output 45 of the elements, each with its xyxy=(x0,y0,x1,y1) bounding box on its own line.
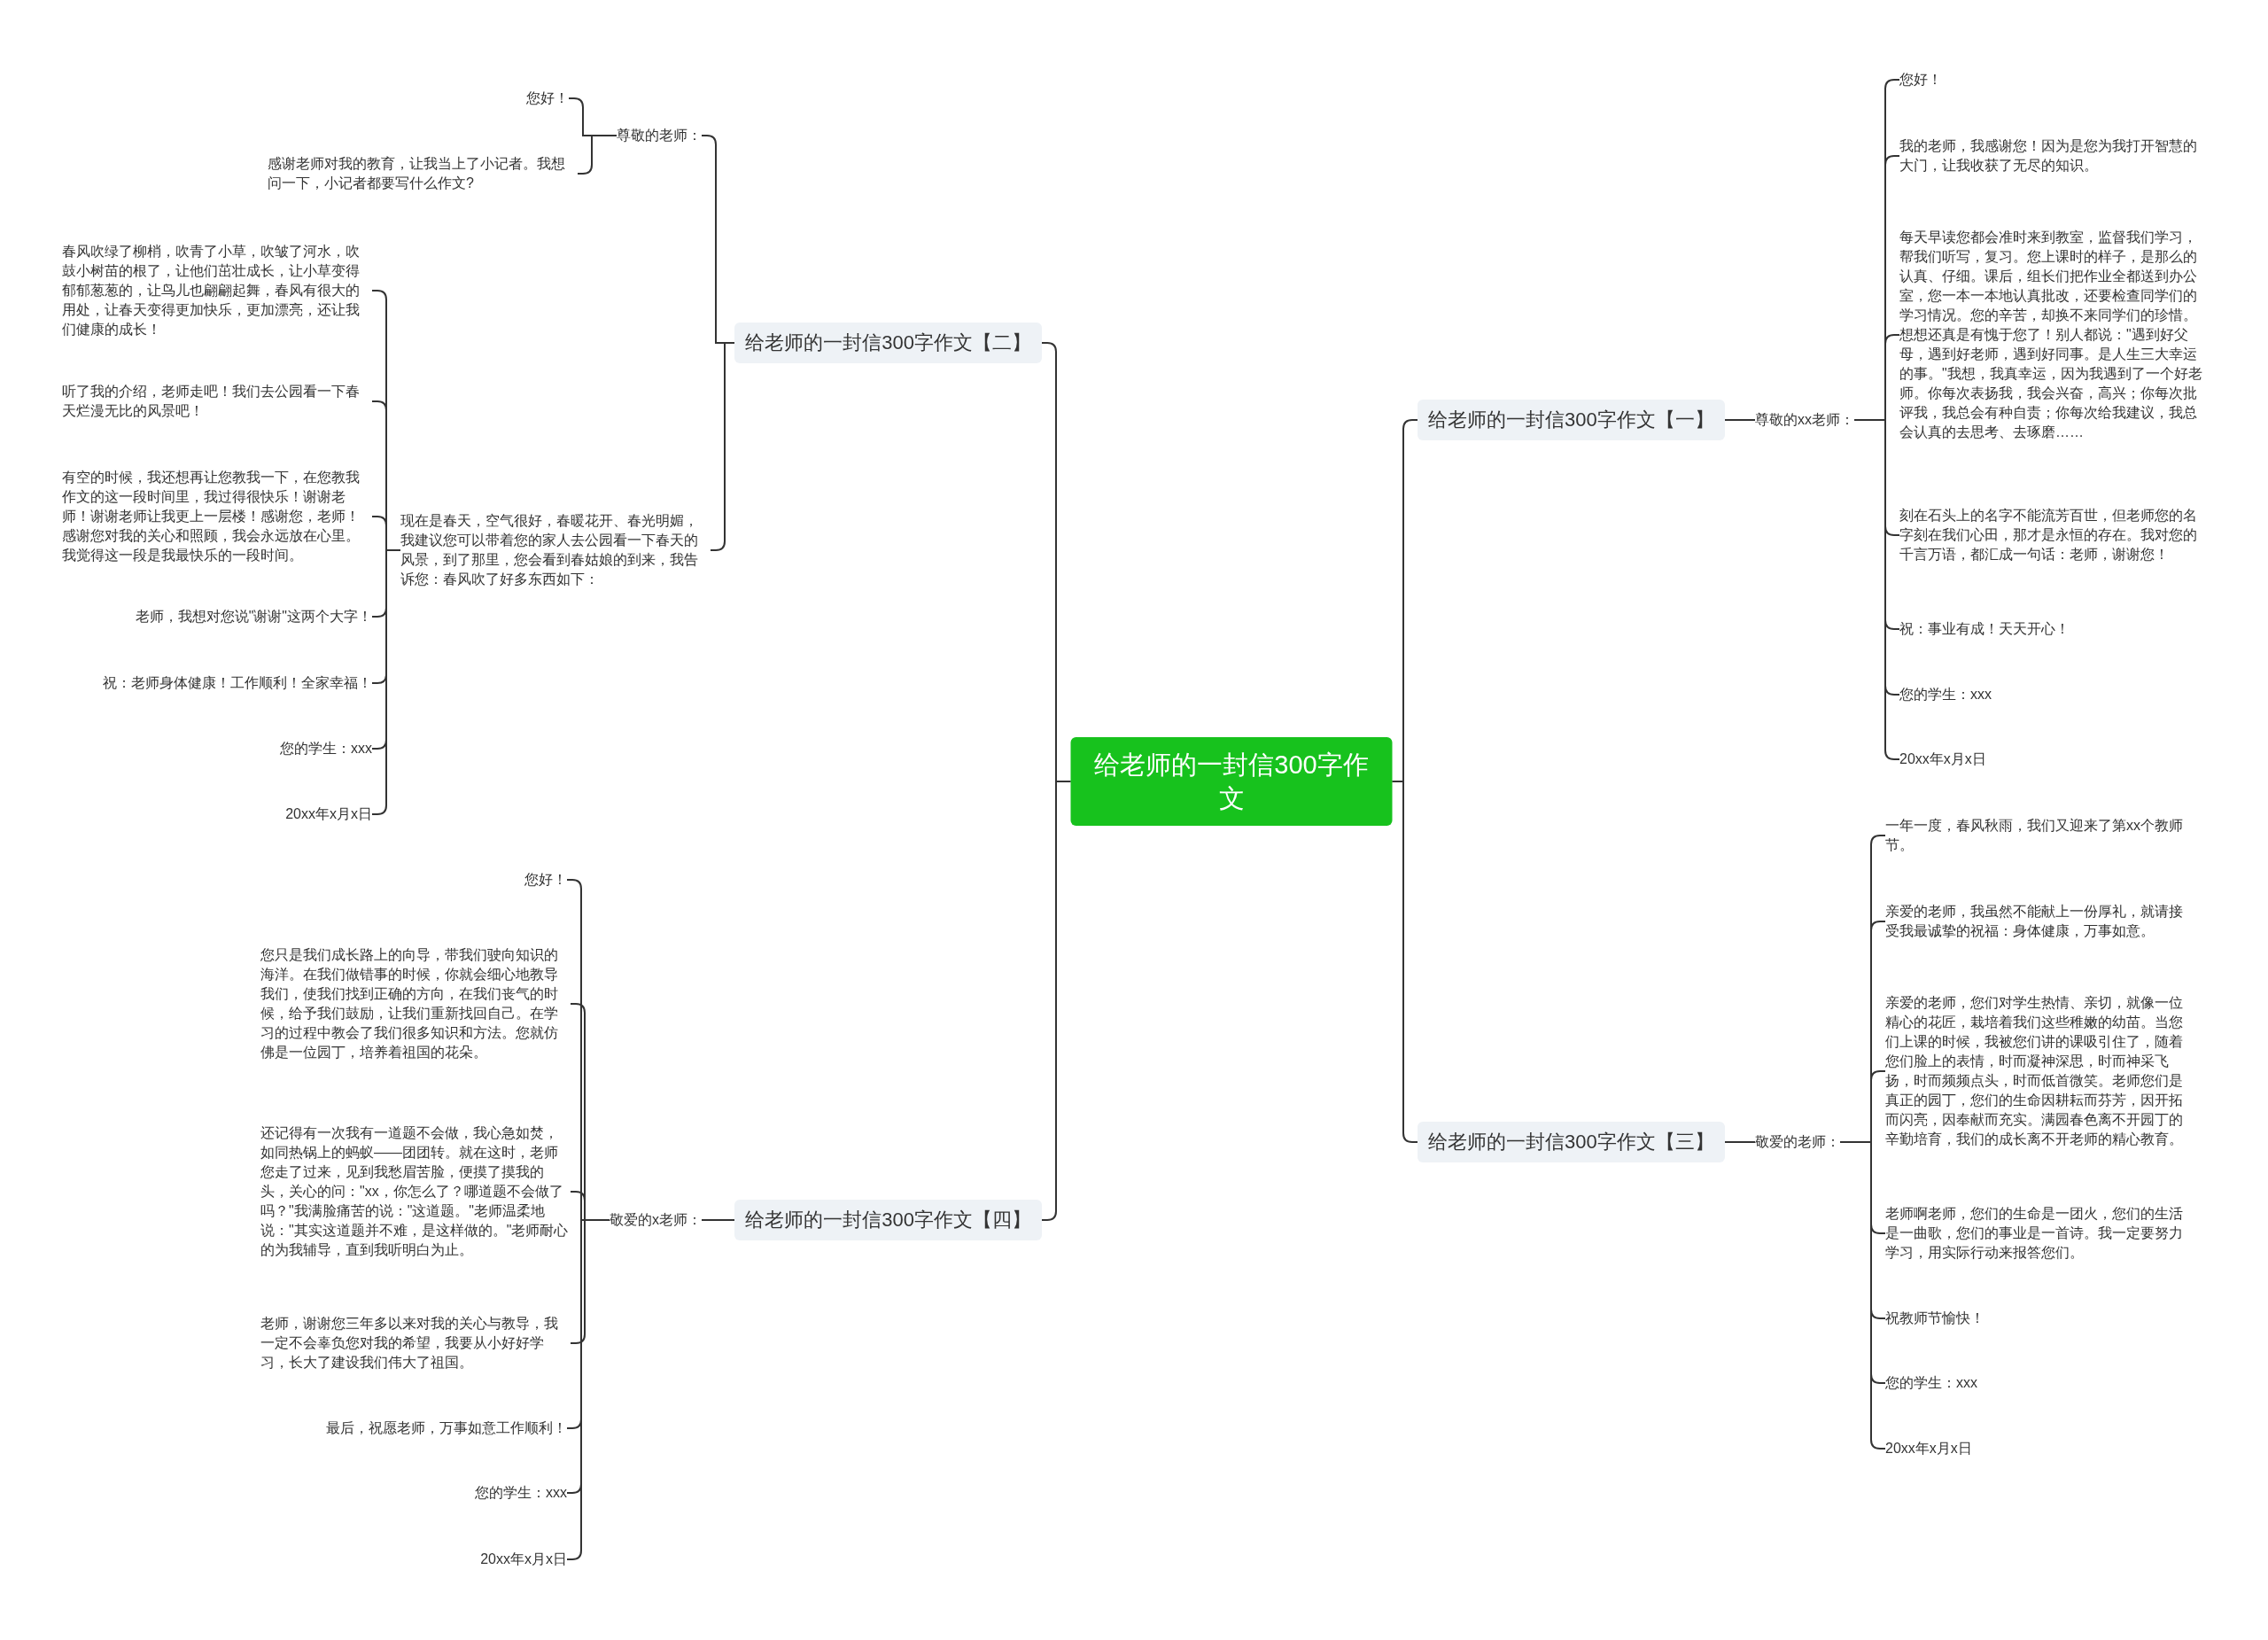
subtopic-text: 尊敬的老师： xyxy=(617,126,702,145)
letter-text: 听了我的介绍，老师走吧！我们去公园看一下春天烂漫无比的风景吧！ xyxy=(62,382,372,421)
letter-text: 感谢老师对我的教育，让我当上了小记者。我想问一下，小记者都要写什么作文? xyxy=(268,154,578,193)
branch-topic: 给老师的一封信300字作文【四】 xyxy=(734,1200,1042,1240)
letter-text: 您好！ xyxy=(526,89,569,108)
connector-line xyxy=(1723,419,1756,421)
letter-text: 一年一度，春风秋雨，我们又迎来了第xx个教师节。 xyxy=(1885,816,2195,855)
letter-text: 老师，谢谢您三年多以来对我的关心与教导，我一定不会辜负您对我的希望，我要从小好好学习，长大了建设我们伟大了祖国。 xyxy=(260,1314,571,1372)
letter-text: 您的学生：xxx xyxy=(475,1483,567,1503)
connector-line xyxy=(1723,1141,1756,1143)
connector-line xyxy=(577,135,617,175)
letter-text: 现在是春天，空气很好，春暖花开、春光明媚，我建议您可以带着您的家人去公园看一下春天的风景，到了那里，您会看到春姑娘的到来，我告诉您：春风吹了好多东西如下： xyxy=(400,511,711,589)
letter-text: 我的老师，我感谢您！因为是您为我打开智慧的大门，让我收获了无尽的知识。 xyxy=(1899,136,2210,175)
letter-text: 刻在石头上的名字不能流芳百世，但老师您的名字刻在我们心田，那才是永恒的存在。我对您的千言万语，都汇成一句话：老师，谢谢您！ xyxy=(1899,506,2210,564)
letter-text: 祝：老师身体健康！工作顺利！全家幸福！ xyxy=(103,673,372,693)
branch-topic: 给老师的一封信300字作文【二】 xyxy=(734,323,1042,363)
connector-line xyxy=(710,342,736,551)
branch-topic: 给老师的一封信300字作文【一】 xyxy=(1418,400,1725,440)
letter-text: 您只是我们成长路上的向导，带我们驶向知识的海洋。在我们做错事的时候，你就会细心地教导我们，使我们找到正确的方向，在我们丧气的时候，给予我们鼓励，让我们重新找回自己。在学习的过程中教会了我们很多知识和方法。您就仿佛是一位园丁，培养着祖国的花朵。 xyxy=(260,945,571,1062)
letter-text: 有空的时候，我还想再让您教我一下，在您教我作文的这一段时间里，我过得很快乐！谢谢老师！谢谢老师让我更上一层楼！感谢您，老师！感谢您对我的关心和照顾，我会永远放在心里。我觉得这一段是我最快乐的一段时间。 xyxy=(62,468,372,565)
letter-text: 最后，祝愿老师，万事如意工作顺利！ xyxy=(326,1418,567,1438)
letter-text: 祝教师节愉快！ xyxy=(1885,1309,1984,1328)
letter-text: 亲爱的老师，您们对学生热情、亲切，就像一位精心的花匠，栽培着我们这些稚嫩的幼苗。当您们上课的时候，我被您们讲的课吸引住了，随着您们脸上的表情，时而凝神深思，时而神采飞扬，时而频频点头，时而低首微笑。老师您们是真正的园丁，您们的生命因耕耘而芬芳，因开拓而闪亮，因奉献而充实。满园春色离不开园丁的辛勤培育，我们的成长离不开老师的精心教育。 xyxy=(1885,993,2195,1149)
subtopic-text: 敬爱的x老师： xyxy=(610,1210,702,1230)
letter-text: 您好！ xyxy=(524,870,567,890)
letter-text: 春风吹绿了柳梢，吹青了小草，吹皱了河水，吹鼓小树苗的根了，让他们茁壮成长，让小草变得郁郁葱葱的，让鸟儿也翩翩起舞，春风有很大的用处，让春天变得更加快乐，更加漂亮，还让我们健康的成长！ xyxy=(62,242,372,339)
letter-text: 您的学生：xxx xyxy=(280,739,372,758)
letter-text: 20xx年x月x日 xyxy=(285,804,372,824)
connector-line xyxy=(701,1219,736,1221)
letter-text: 还记得有一次我有一道题不会做，我心急如焚，如同热锅上的蚂蚁——团团转。就在这时，老师您走了过来，见到我愁眉苦脸，便摸了摸我的头，关心的问："xx，你怎么了？哪道题不会做了吗？"我满脸痛苦的说："这道题。"老师温柔地说："其实这道题并不难，是这样做的。"老师耐心的为我辅导，直到我听明白为止。 xyxy=(260,1123,571,1260)
letter-text: 您的学生：xxx xyxy=(1899,685,1992,704)
letter-text: 20xx年x月x日 xyxy=(1899,750,1986,769)
branch-topic: 给老师的一封信300字作文【三】 xyxy=(1418,1122,1725,1162)
letter-text: 老师啊老师，您们的生命是一团火，您们的生活是一曲歌，您们的事业是一首诗。我一定要努力学习，用实际行动来报答您们。 xyxy=(1885,1204,2195,1263)
letter-text: 20xx年x月x日 xyxy=(1885,1439,1972,1458)
subtopic-text: 尊敬的xx老师： xyxy=(1755,410,1854,430)
letter-text: 您的学生：xxx xyxy=(1885,1373,1977,1393)
letter-text: 亲爱的老师，我虽然不能献上一份厚礼，就请接受我最诚挚的祝福：身体健康，万事如意。 xyxy=(1885,902,2195,941)
letter-text: 老师，我想对您说"谢谢"这两个大字！ xyxy=(135,607,372,626)
subtopic-text: 敬爱的老师： xyxy=(1755,1132,1840,1152)
root-topic: 给老师的一封信300字作文 xyxy=(1070,737,1393,826)
letter-text: 每天早读您都会准时来到教室，监督我们学习，帮我们听写，复习。您上课时的样子，是那么的认真、仔细。课后，组长们把作业全都送到办公室，您一本一本地认真批改，还要检查同学们的学习情况。您的辛苦，却换不来同学们的珍惜。想想还真是有愧于您了！别人都说："遇到好父母，遇到好老师，遇到好同事。是人生三大幸运的事。"我想，我真幸运，因为我遇到了一个好老师。你每次表扬我，我会兴奋，高兴；你每次批评我，我总会有种自责；你每次给我建议，我总会认真的去思考、去琢磨…… xyxy=(1899,228,2210,442)
letter-text: 祝：事业有成！天天开心！ xyxy=(1899,619,2070,639)
letter-text: 20xx年x月x日 xyxy=(480,1550,567,1569)
letter-text: 您好！ xyxy=(1899,70,1942,89)
